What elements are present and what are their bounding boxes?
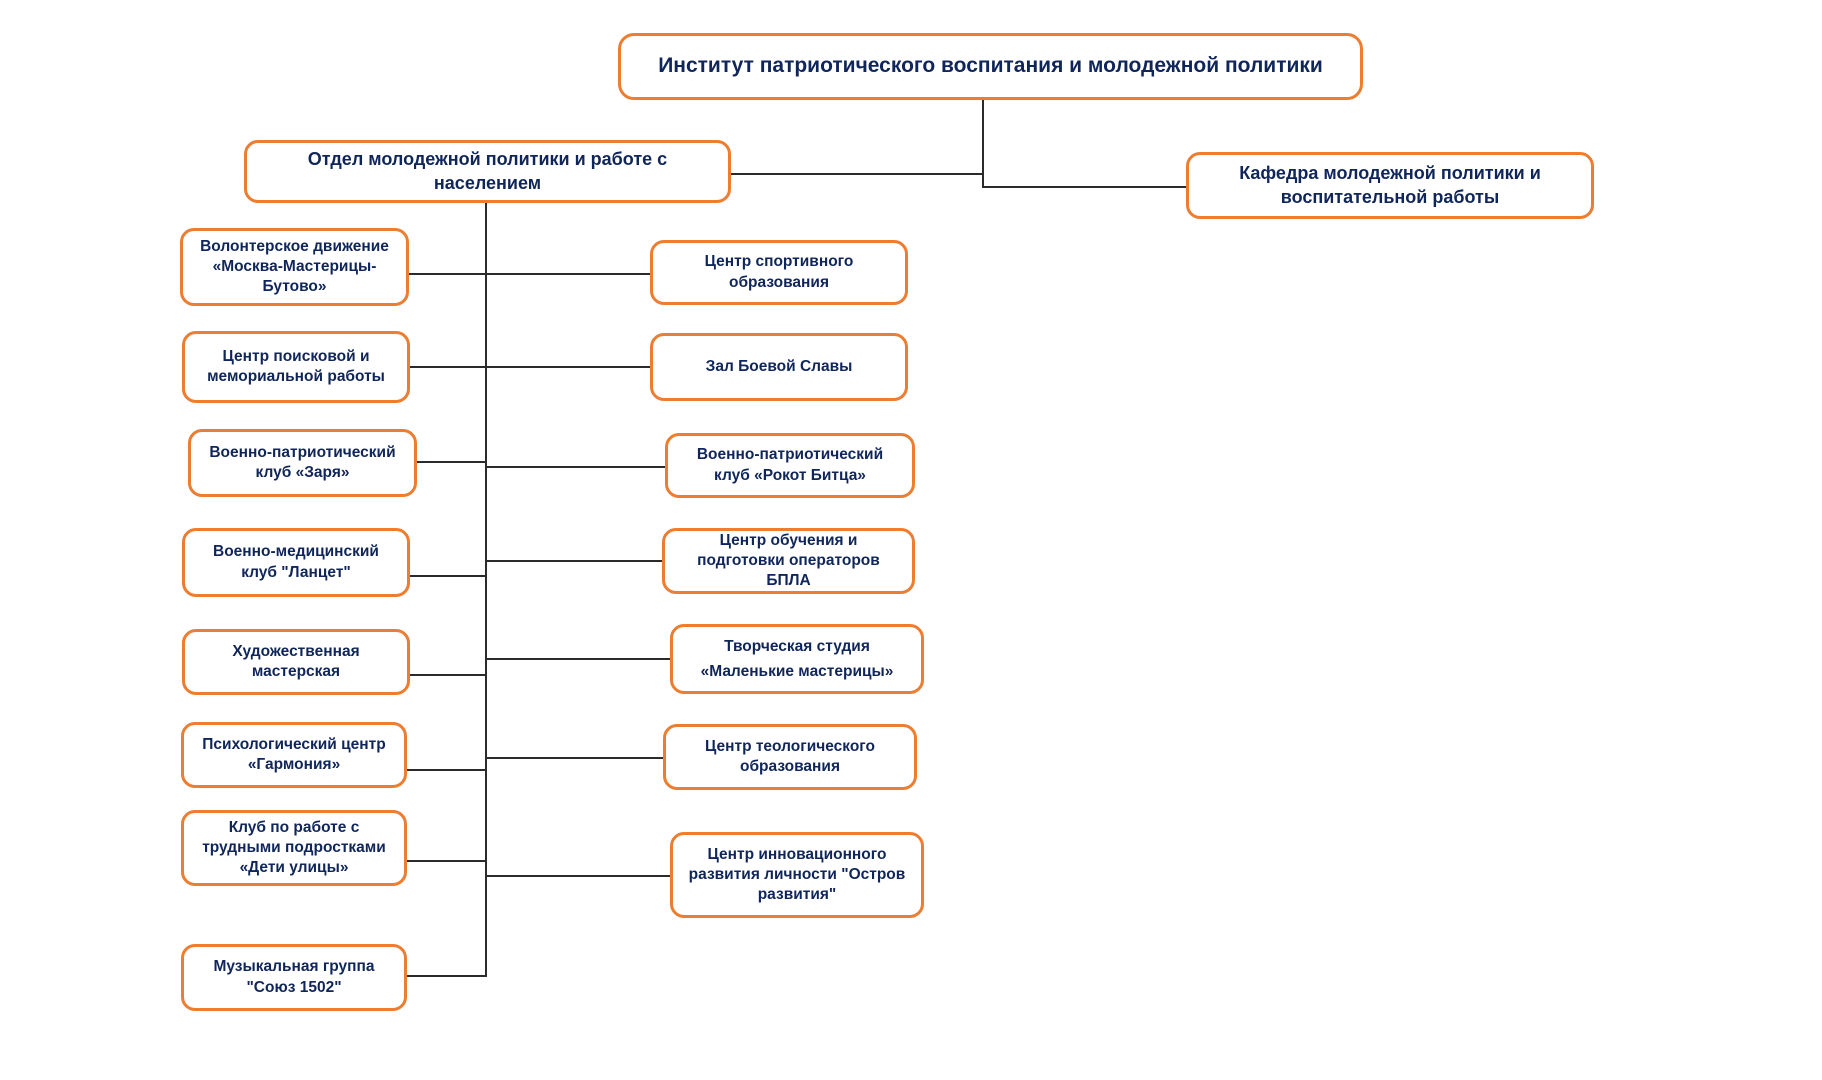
connector-trunk-to-glory-hall [485, 366, 650, 368]
connector-root-to-otdel [729, 173, 984, 175]
node-psych-center-harmony[interactable]: Психологический центр «Гармония» [181, 722, 407, 788]
node-art-workshop[interactable]: Художественная мастерская [182, 629, 410, 695]
connector-trunk-to-soyuz [407, 975, 487, 977]
connector-trunk-to-rokot [485, 466, 665, 468]
node-sport-education-center[interactable]: Центр спортивного образования [650, 240, 908, 305]
node-search-memorial-center[interactable]: Центр поисковой и мемориальной работы [182, 331, 410, 403]
node-root-institute[interactable]: Институт патриотического воспитания и мо… [618, 33, 1363, 100]
connector-trunk-to-bpla [485, 560, 662, 562]
node-club-lancet[interactable]: Военно-медицинский клуб "Ланцет" [182, 528, 410, 597]
node-innovation-island-center[interactable]: Центр инновационного развития личности "… [670, 832, 924, 918]
connector-trunk-to-innovation [485, 875, 670, 877]
node-theology-education-center[interactable]: Центр теологического образования [663, 724, 917, 790]
node-otdel-molodezhnoy-politiki[interactable]: Отдел молодежной политики и работе с нас… [244, 140, 731, 203]
connector-trunk-to-art-workshop [409, 674, 487, 676]
connector-trunk [485, 203, 487, 976]
connector-root-down [982, 97, 984, 187]
node-club-rokot-bitca[interactable]: Военно-патриотический клуб «Рокот Битца» [665, 433, 915, 498]
connector-trunk-to-lancet [410, 575, 487, 577]
connector-trunk-to-search-memorial [408, 366, 487, 368]
connector-trunk-to-zarya [417, 461, 487, 463]
connector-trunk-to-little-masters [485, 658, 670, 660]
node-music-group-soyuz-1502[interactable]: Музыкальная группа "Союз 1502" [181, 944, 407, 1011]
node-kafedra-molodezhnoy-politiki[interactable]: Кафедра молодежной политики и воспитател… [1186, 152, 1594, 219]
connector-root-to-kafedra [982, 186, 1186, 188]
node-club-zarya[interactable]: Военно-патриотический клуб «Заря» [188, 429, 417, 497]
connector-trunk-to-street-kids [407, 860, 487, 862]
connector-trunk-to-sport-center [485, 273, 650, 275]
node-volunteer-movement[interactable]: Волонтерское движение «Москва-Мастерицы-… [180, 228, 409, 306]
connector-trunk-to-theology [485, 757, 663, 759]
connector-trunk-to-harmony [407, 769, 487, 771]
node-glory-hall[interactable]: Зал Боевой Славы [650, 333, 908, 401]
connector-trunk-to-volunteer [408, 273, 487, 275]
node-club-street-kids[interactable]: Клуб по работе с трудными подростками «Д… [181, 810, 407, 886]
node-bpla-training-center[interactable]: Центр обучения и подготовки операторов Б… [662, 528, 915, 594]
node-studio-little-masters[interactable]: Творческая студия «Маленькие мастерицы» [670, 624, 924, 694]
